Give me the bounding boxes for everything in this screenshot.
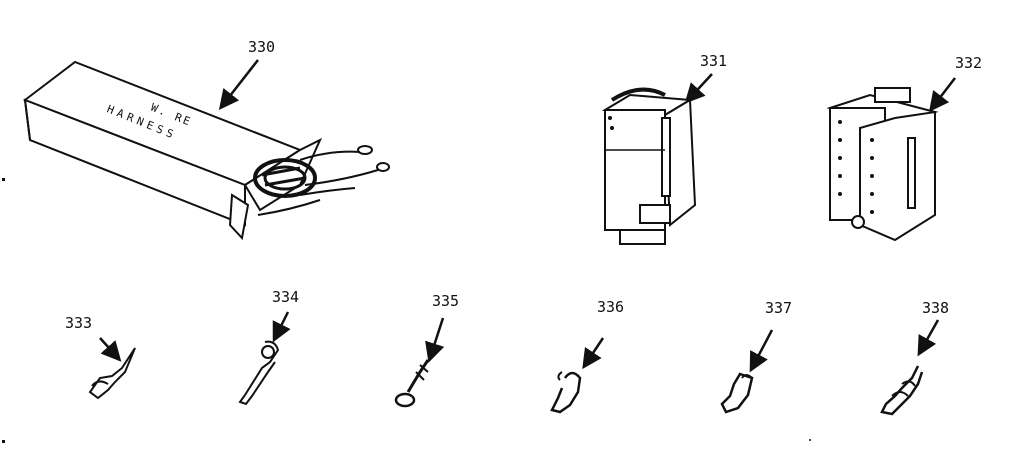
housing-331-slot (661, 117, 671, 197)
part-number-334: 334 (272, 288, 299, 306)
callout-arrow-335 (425, 317, 445, 363)
housing-332-slot (907, 137, 916, 209)
terminal-335-ring (394, 392, 416, 408)
wire-terminal-ring-1 (357, 145, 373, 155)
part-330-wire-harness-box: 330 W. RE HARNESS (22, 38, 390, 241)
callout-arrow-336 (582, 337, 605, 370)
part-number-332: 332 (955, 54, 982, 72)
scan-specks (2, 178, 811, 443)
wire-coil (253, 158, 317, 198)
callout-arrow-334 (272, 311, 291, 343)
part-337-terminal: 337 (720, 299, 792, 414)
part-number-338: 338 (922, 299, 949, 317)
part-number-331: 331 (700, 52, 727, 70)
part-number-336: 336 (597, 298, 624, 316)
terminal-335-shape (406, 359, 430, 393)
terminal-336-shape (550, 371, 582, 414)
wire-terminal-ring-2 (376, 162, 390, 172)
housing-332-tab (874, 87, 911, 103)
wire-lead-2 (304, 169, 379, 186)
terminal-338-shape (880, 365, 924, 416)
housing-331-left-body (604, 109, 666, 231)
part-number-333: 333 (65, 314, 92, 332)
part-331-connector-housing: 331 (601, 52, 727, 245)
terminal-334-shape (238, 340, 280, 406)
part-number-337: 337 (765, 299, 792, 317)
part-333-terminal: 333 (65, 314, 136, 400)
callout-arrow-330 (218, 59, 259, 110)
housing-331-latch (639, 204, 671, 224)
callout-arrow-337 (749, 329, 774, 373)
callout-arrow-333 (99, 337, 122, 362)
part-336-terminal: 336 (550, 298, 624, 414)
housing-332-pin-holes (838, 120, 874, 214)
terminal-333-shape (88, 347, 136, 400)
part-332-connector-housing: 332 (826, 54, 982, 242)
part-338-terminal: 338 (880, 299, 949, 416)
part-335-terminal: 335 (394, 292, 459, 408)
callout-arrow-332 (928, 77, 956, 112)
wire-lead-1 (299, 150, 361, 161)
part-number-330: 330 (248, 38, 275, 56)
callout-arrow-338 (917, 319, 940, 357)
box-flap (228, 193, 250, 241)
part-334-terminal: 334 (238, 288, 299, 406)
terminal-337-shape (720, 372, 754, 414)
part-number-335: 335 (432, 292, 459, 310)
callout-arrow-331 (684, 73, 713, 104)
